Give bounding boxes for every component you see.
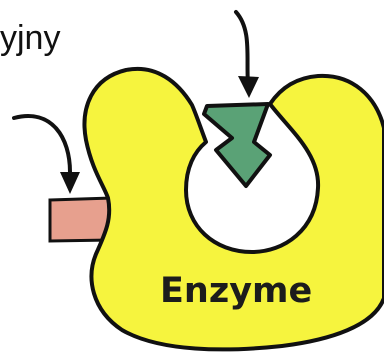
arrow-to-allosteric-site: [14, 116, 70, 172]
arrow-head-active-site: [238, 76, 259, 98]
substrate: [204, 104, 270, 186]
arrow-head-allosteric-site: [60, 172, 80, 194]
allosteric-site-label: yjny: [0, 19, 60, 57]
arrow-to-active-site: [236, 12, 248, 84]
enzyme-label: Enzyme: [160, 271, 312, 311]
